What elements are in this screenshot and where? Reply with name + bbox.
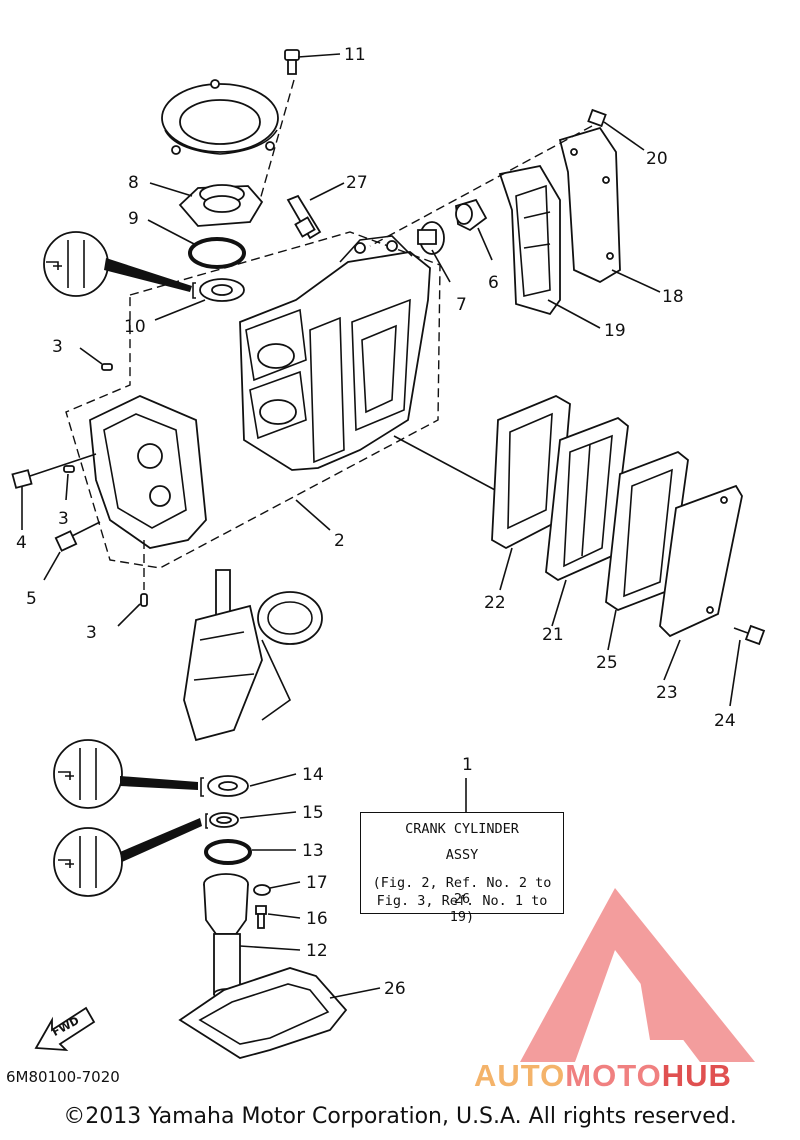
callout-16: 16 xyxy=(306,909,328,929)
callout-23: 23 xyxy=(656,683,678,703)
crankcase-front xyxy=(90,396,206,548)
callout-3a: 3 xyxy=(52,337,63,357)
watermark-auto: AUTO xyxy=(474,1058,566,1093)
assy-line-3: (Fig. 2, Ref. No. 2 to 26 xyxy=(372,875,552,907)
assembly-info-box: CRANK CYLINDER ASSY (Fig. 2, Ref. No. 2 … xyxy=(360,812,564,925)
callout-10: 10 xyxy=(124,317,146,337)
part-4-bolt xyxy=(12,454,96,530)
callout-12: 12 xyxy=(306,941,328,961)
callout-27: 27 xyxy=(346,173,368,193)
part-5-bolt xyxy=(44,522,100,580)
watermark-moto: MOTO xyxy=(565,1058,662,1093)
callout-26: 26 xyxy=(384,979,406,999)
callout-15: 15 xyxy=(302,803,324,823)
grease-symbol-middle xyxy=(54,740,198,808)
copyright-notice: ©2013 Yamaha Motor Corporation, U.S.A. A… xyxy=(63,1104,737,1129)
callout-6: 6 xyxy=(488,273,499,293)
callout-3b: 3 xyxy=(58,509,69,529)
grease-symbol-lower xyxy=(54,818,202,896)
part-2-leader xyxy=(296,500,330,530)
callout-14: 14 xyxy=(302,765,324,785)
callout-21: 21 xyxy=(542,625,564,645)
callout-20: 20 xyxy=(646,149,668,169)
callout-3c: 3 xyxy=(86,623,97,643)
callout-13: 13 xyxy=(302,841,324,861)
part-27-spark-plug xyxy=(288,183,344,238)
part-6-cap xyxy=(456,200,492,260)
assy-line-1: CRANK CYLINDER xyxy=(405,821,519,837)
crankcase-block xyxy=(240,236,510,498)
watermark-logo xyxy=(520,888,755,1062)
fwd-arrow xyxy=(36,1008,94,1050)
part-20-bolt xyxy=(370,110,644,246)
part-14-oil-seal xyxy=(201,774,296,796)
part-11-bolt xyxy=(285,50,340,74)
part-21-reed-valve xyxy=(546,418,628,626)
callout-9: 9 xyxy=(128,209,139,229)
callout-8: 8 xyxy=(128,173,139,193)
assy-line-4: Fig. 3, Ref. No. 1 to 19) xyxy=(376,893,548,925)
callout-25: 25 xyxy=(596,653,618,673)
callout-4: 4 xyxy=(16,533,27,553)
callout-22: 22 xyxy=(484,593,506,613)
part-10-oil-seal xyxy=(155,279,244,320)
callout-11: 11 xyxy=(344,45,366,65)
watermark-wordmark: AUTOMOTOHUB xyxy=(474,1058,732,1094)
cover-plate xyxy=(162,80,294,200)
callout-18: 18 xyxy=(662,287,684,307)
grease-symbol-top xyxy=(44,232,192,296)
callout-17: 17 xyxy=(306,873,328,893)
crankshaft xyxy=(184,570,322,740)
part-8-housing xyxy=(150,183,262,226)
part-13-o-ring xyxy=(206,841,296,863)
part-26-gasket xyxy=(180,968,380,1058)
part-15-bearing xyxy=(206,812,296,828)
callout-19: 19 xyxy=(604,321,626,341)
callout-7: 7 xyxy=(456,295,467,315)
callout-2: 2 xyxy=(334,531,345,551)
diagram-part-number: 6M80100-7020 xyxy=(6,1068,120,1086)
part-3-dowels xyxy=(64,348,147,626)
assembly-boundary xyxy=(66,232,440,568)
part-24-bolt xyxy=(730,626,764,706)
part-18-cover xyxy=(560,128,660,292)
part-19-gasket xyxy=(500,166,600,328)
part-16-bolt xyxy=(256,906,300,928)
part-7-thermostat xyxy=(418,222,450,282)
part-17-washer xyxy=(254,882,300,895)
part-23-cover xyxy=(660,486,742,680)
callout-1: 1 xyxy=(462,755,473,775)
part-9-o-ring xyxy=(148,220,244,267)
callout-24: 24 xyxy=(714,711,736,731)
assy-line-2: ASSY xyxy=(445,847,479,863)
callout-5: 5 xyxy=(26,589,37,609)
watermark-hub: HUB xyxy=(661,1058,732,1093)
